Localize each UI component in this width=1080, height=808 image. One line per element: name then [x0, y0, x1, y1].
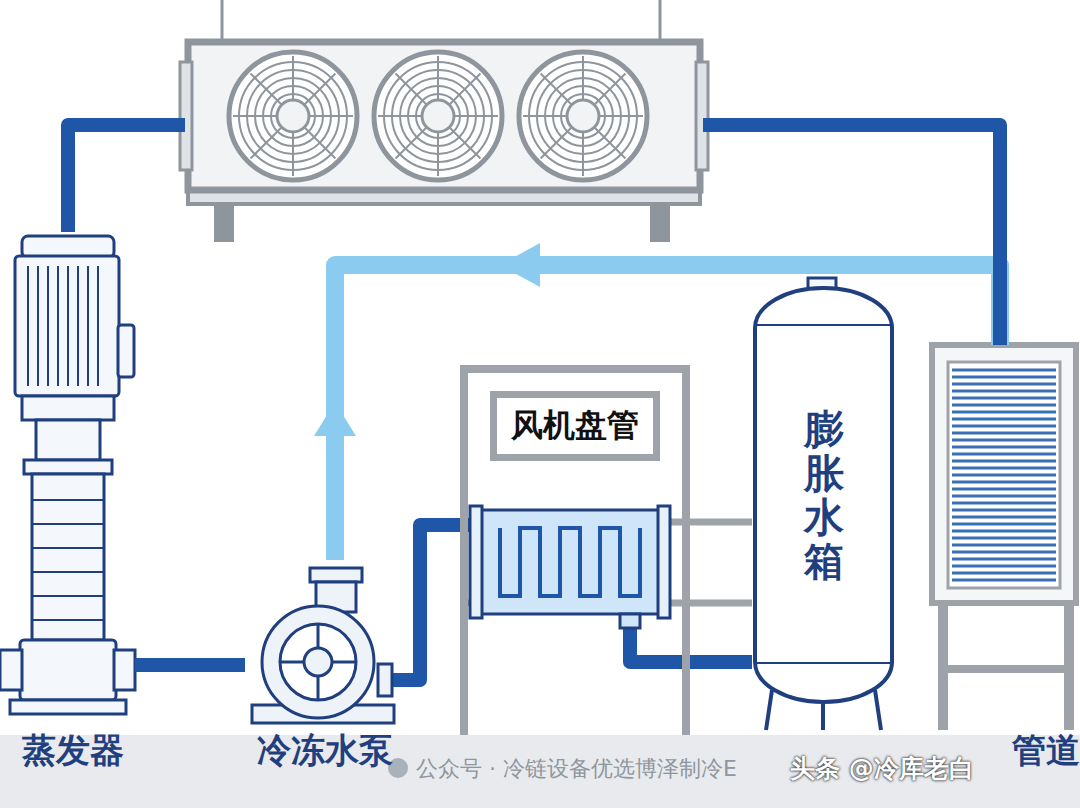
flow-arrowhead — [314, 402, 356, 436]
vertical-label: 膨胀水箱 — [804, 407, 844, 583]
air-cooled-condenser — [180, 0, 708, 242]
unit-title: 风机盘管 — [490, 391, 660, 461]
watermark-text: 头条 @冷库老白 — [790, 752, 974, 785]
watermark-text: 公众号 · 冷链设备优选博泽制冷E — [416, 754, 737, 784]
centrifugal-pump — [252, 568, 405, 723]
return-flow-pipe — [335, 265, 1000, 560]
tank-node: 膨胀水箱 — [752, 285, 895, 705]
pipe-coil — [932, 345, 1076, 730]
equipment-label: 管道 — [1012, 728, 1080, 774]
equipment-node: 管道 — [930, 345, 1080, 792]
equipment-label: 冷冻水泵 — [257, 728, 393, 774]
equipment-node: 冷冻水泵 — [245, 560, 405, 792]
bottom-band — [0, 735, 1080, 808]
water-pipe — [405, 525, 460, 680]
plate-heat-exchanger — [460, 506, 752, 662]
frame-node: 风机盘管 — [460, 365, 690, 735]
water-pipe — [135, 658, 245, 672]
vertical-pump — [0, 236, 135, 714]
equipment-label: 蒸发器 — [22, 728, 124, 774]
flow-arrowhead — [500, 243, 540, 287]
equipment-node: 蒸发器 — [10, 232, 135, 792]
water-pipe — [690, 655, 752, 669]
